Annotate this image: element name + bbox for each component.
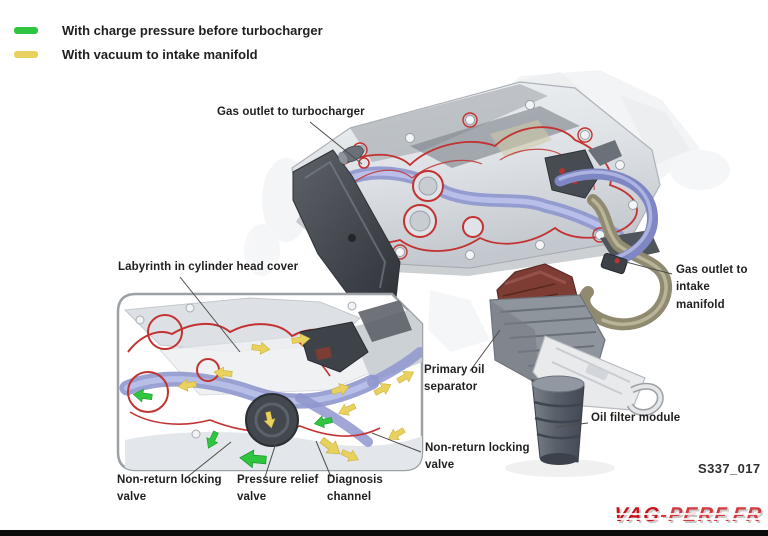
vag-perf-logo: VAG-PERF.FR xyxy=(612,504,764,527)
bottom-black-bar xyxy=(0,530,768,536)
leader-non-return-bottom xyxy=(185,441,232,479)
label-pressure-relief-valve: Pressure relief valve xyxy=(237,474,319,504)
leader-lines xyxy=(179,121,673,479)
logo-stripe xyxy=(613,518,760,520)
legend-label-vacuum: With vacuum to intake manifold xyxy=(62,46,258,62)
label-non-return-valve-right: Non-return locking valve xyxy=(425,442,530,472)
label-gas-outlet-intake: Gas outlet to intake manifold xyxy=(676,264,748,311)
label-non-return-valve-bottom: Non-return locking valve xyxy=(117,474,222,504)
leader-oil-filter-module xyxy=(555,422,589,428)
vacuum-swatch xyxy=(14,50,38,58)
figure-reference: S337_017 xyxy=(698,461,761,476)
leader-diagnosis-channel xyxy=(315,440,332,478)
label-gas-outlet-turbocharger: Gas outlet to turbocharger xyxy=(217,106,365,118)
label-diagnosis-channel: Diagnosis channel xyxy=(327,474,383,504)
leader-gas-outlet-turbo xyxy=(309,121,363,165)
label-primary-oil-separator: Primary oil separator xyxy=(424,364,485,394)
flow-legend: With charge pressure before turbocharger… xyxy=(14,18,323,66)
logo-stripe xyxy=(613,513,761,515)
legend-item-charge-pressure: With charge pressure before turbocharger xyxy=(14,18,323,42)
logo-text-primary: VAG xyxy=(612,504,662,526)
leader-non-return-right xyxy=(371,432,422,453)
legend-label-charge-pressure: With charge pressure before turbocharger xyxy=(62,22,323,38)
inset-detail-view xyxy=(116,292,424,472)
legend-item-vacuum: With vacuum to intake manifold xyxy=(14,42,323,66)
intake-outlet-connector xyxy=(600,252,628,275)
charge-pressure-swatch xyxy=(14,26,38,34)
hoses xyxy=(554,168,673,331)
logo-text-secondary: -PERF.FR xyxy=(658,504,764,526)
leader-primary-oil-separator xyxy=(469,329,501,372)
leader-pressure-relief xyxy=(264,442,277,478)
leader-gas-outlet-intake xyxy=(625,261,673,275)
label-labyrinth: Labyrinth in cylinder head cover xyxy=(118,261,299,273)
label-oil-filter-module: Oil filter module xyxy=(591,412,681,424)
oil-separator-assembly xyxy=(489,263,664,477)
turbo-outlet-fitting xyxy=(338,145,364,165)
leader-labyrinth xyxy=(179,276,241,353)
